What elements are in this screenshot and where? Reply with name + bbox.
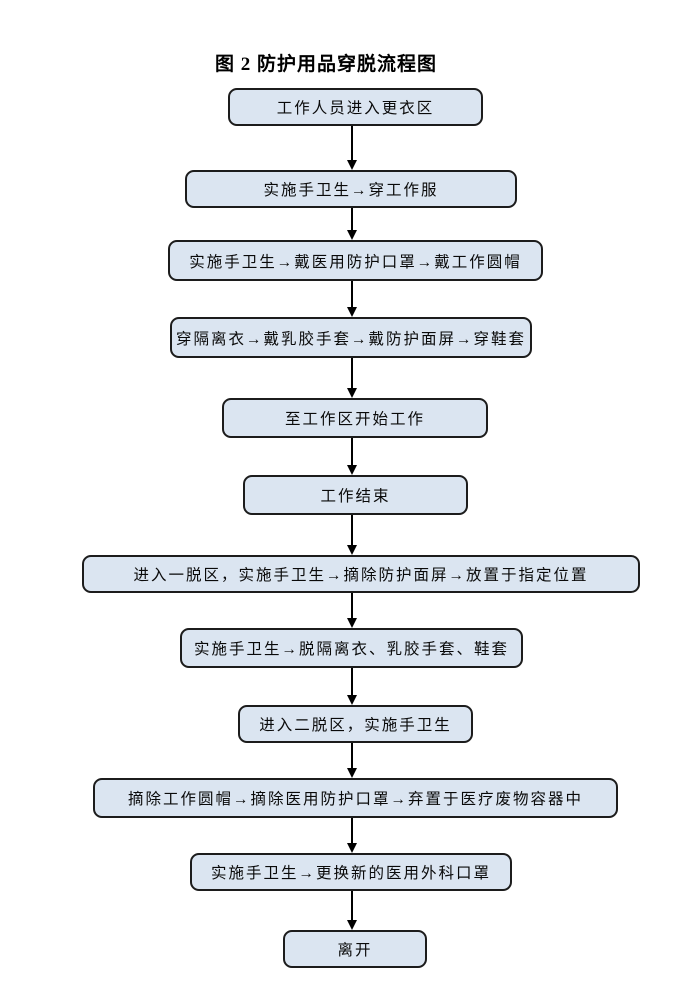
arrow-line	[351, 743, 353, 770]
figure-title: 图 2 防护用品穿脱流程图	[214, 54, 437, 75]
arrow-head-icon	[347, 843, 357, 853]
arrow-head-icon	[347, 545, 357, 555]
flow-node-12: 离开	[283, 930, 427, 968]
flow-node-9: 进入二脱区，实施手卫生	[238, 705, 473, 743]
arrow-head-icon	[347, 230, 357, 240]
arrow-line	[351, 438, 353, 467]
down-arrow-4	[346, 358, 358, 398]
flow-node-6: 工作结束	[243, 475, 468, 515]
arrow-head-icon	[347, 618, 357, 628]
arrow-line	[351, 515, 353, 547]
down-arrow-1	[346, 126, 358, 170]
arrow-line	[351, 593, 353, 620]
flow-node-2: 实施手卫生→穿工作服	[185, 170, 517, 208]
arrow-line	[351, 281, 353, 309]
down-arrow-8	[346, 668, 358, 705]
flow-node-5: 至工作区开始工作	[222, 398, 488, 438]
arrow-head-icon	[347, 695, 357, 705]
flow-node-4: 穿隔离衣→戴乳胶手套→戴防护面屏→穿鞋套	[170, 317, 532, 358]
down-arrow-9	[346, 743, 358, 778]
down-arrow-3	[346, 281, 358, 317]
flow-node-7: 进入一脱区，实施手卫生→摘除防护面屏→放置于指定位置	[82, 555, 640, 593]
arrow-head-icon	[347, 768, 357, 778]
arrow-head-icon	[347, 465, 357, 475]
arrow-head-icon	[347, 388, 357, 398]
arrow-line	[351, 818, 353, 845]
arrow-line	[351, 208, 353, 232]
arrow-head-icon	[347, 307, 357, 317]
flow-node-1: 工作人员进入更衣区	[228, 88, 483, 126]
down-arrow-11	[346, 891, 358, 930]
down-arrow-10	[346, 818, 358, 853]
flow-node-10: 摘除工作圆帽→摘除医用防护口罩→弃置于医疗废物容器中	[93, 778, 618, 818]
flow-node-11: 实施手卫生→更换新的医用外科口罩	[190, 853, 512, 891]
down-arrow-7	[346, 593, 358, 628]
arrow-line	[351, 126, 353, 162]
flow-node-3: 实施手卫生→戴医用防护口罩→戴工作圆帽	[168, 240, 543, 281]
arrow-head-icon	[347, 920, 357, 930]
arrow-line	[351, 358, 353, 390]
down-arrow-5	[346, 438, 358, 475]
down-arrow-6	[346, 515, 358, 555]
arrow-line	[351, 891, 353, 922]
arrow-line	[351, 668, 353, 697]
arrow-head-icon	[347, 160, 357, 170]
flow-node-8: 实施手卫生→脱隔离衣、乳胶手套、鞋套	[180, 628, 523, 668]
down-arrow-2	[346, 208, 358, 240]
